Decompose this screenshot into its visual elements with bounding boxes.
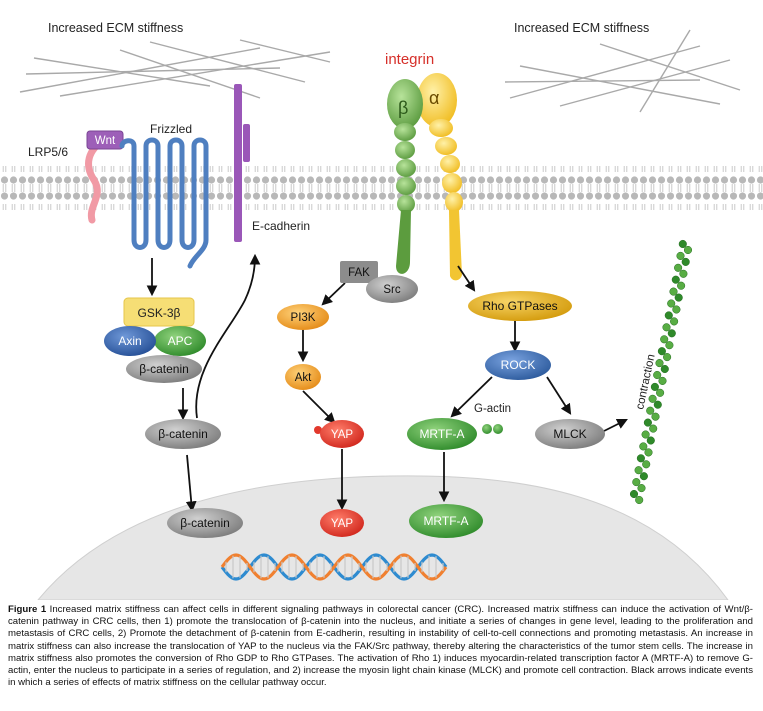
g-actin-dots [482, 424, 503, 434]
src-node [366, 275, 418, 303]
frizzled-receptor [119, 137, 209, 269]
yap-cyto-label: YAP [331, 429, 353, 441]
src-label: Src [383, 284, 401, 296]
axin-node [104, 326, 156, 356]
beta-catenin-cyto-node [145, 419, 221, 449]
yap-phosphate-dot [314, 426, 322, 434]
pi3k-node [277, 304, 329, 330]
dna-helix [220, 553, 448, 581]
g-actin-label: G-actin [474, 403, 511, 415]
mlck-node [535, 419, 605, 449]
e-cadherin [234, 84, 250, 242]
beta-catenin-nuclear-node [167, 508, 243, 538]
beta-catenin-nuclear-label: β-catenin [180, 516, 230, 530]
yap-nuclear-node [320, 509, 364, 537]
integrin-alpha-subunit [417, 73, 463, 281]
beta-symbol: β [398, 98, 408, 118]
yap-nuclear-label: YAP [331, 518, 353, 530]
lrp5-6-receptor [85, 136, 108, 224]
frizzled-label: Frizzled [150, 122, 192, 136]
akt-label: Akt [295, 372, 312, 384]
ecm-label-right: Increased ECM stiffness [514, 21, 649, 35]
rock-node [485, 350, 551, 380]
ecm-fibers-right [504, 29, 741, 113]
apc-node [154, 326, 206, 356]
integrin-label: integrin [385, 51, 434, 68]
mrtf-a-nuclear-node [409, 504, 483, 538]
lrp-label: LRP5/6 [28, 145, 68, 159]
nucleus [37, 475, 729, 600]
fak-box [340, 261, 378, 283]
wnt-label: Wnt [95, 135, 116, 147]
ecm-fibers-left [19, 39, 331, 99]
rho-gtpases-label: Rho GTPases [482, 299, 557, 313]
pi3k-label: PI3K [291, 312, 316, 324]
alpha-symbol: α [429, 88, 439, 108]
mrtf-a-nuclear-label: MRTF-A [423, 514, 468, 528]
rho-gtpases-node [468, 291, 572, 321]
pathway-arrows [146, 253, 628, 513]
beta-catenin-complex-label: β-catenin [139, 362, 189, 376]
beta-catenin-cyto-label: β-catenin [158, 427, 208, 441]
figure-caption: Figure 1 Increased matrix stiffness can … [8, 604, 753, 689]
rock-label: ROCK [501, 358, 536, 372]
mlck-label: MLCK [553, 427, 586, 441]
yap-cyto-node [320, 420, 364, 448]
cell-membrane [0, 166, 763, 210]
e-cadherin-label: E-cadherin [252, 219, 310, 233]
signaling-pathway-diagram: Increased ECM stiffness Increased ECM st… [0, 21, 763, 600]
gsk3b-label: GSK-3β [138, 306, 181, 320]
apc-label: APC [168, 334, 193, 348]
figure-caption-text: Increased matrix stiffness can affect ce… [8, 604, 753, 689]
actin-filament [629, 239, 693, 505]
mrtf-a-cyto-label: MRTF-A [419, 427, 464, 441]
ecm-label-left: Increased ECM stiffness [48, 21, 183, 35]
figure-caption-lead: Figure 1 [8, 604, 47, 615]
axin-label: Axin [118, 334, 141, 348]
integrin-beta-subunit [387, 79, 423, 274]
akt-node [285, 364, 321, 390]
fak-label: FAK [348, 267, 370, 279]
beta-catenin-complex-node [126, 355, 202, 383]
mrtf-a-cyto-node [407, 418, 477, 450]
gsk3b-box [123, 297, 195, 327]
